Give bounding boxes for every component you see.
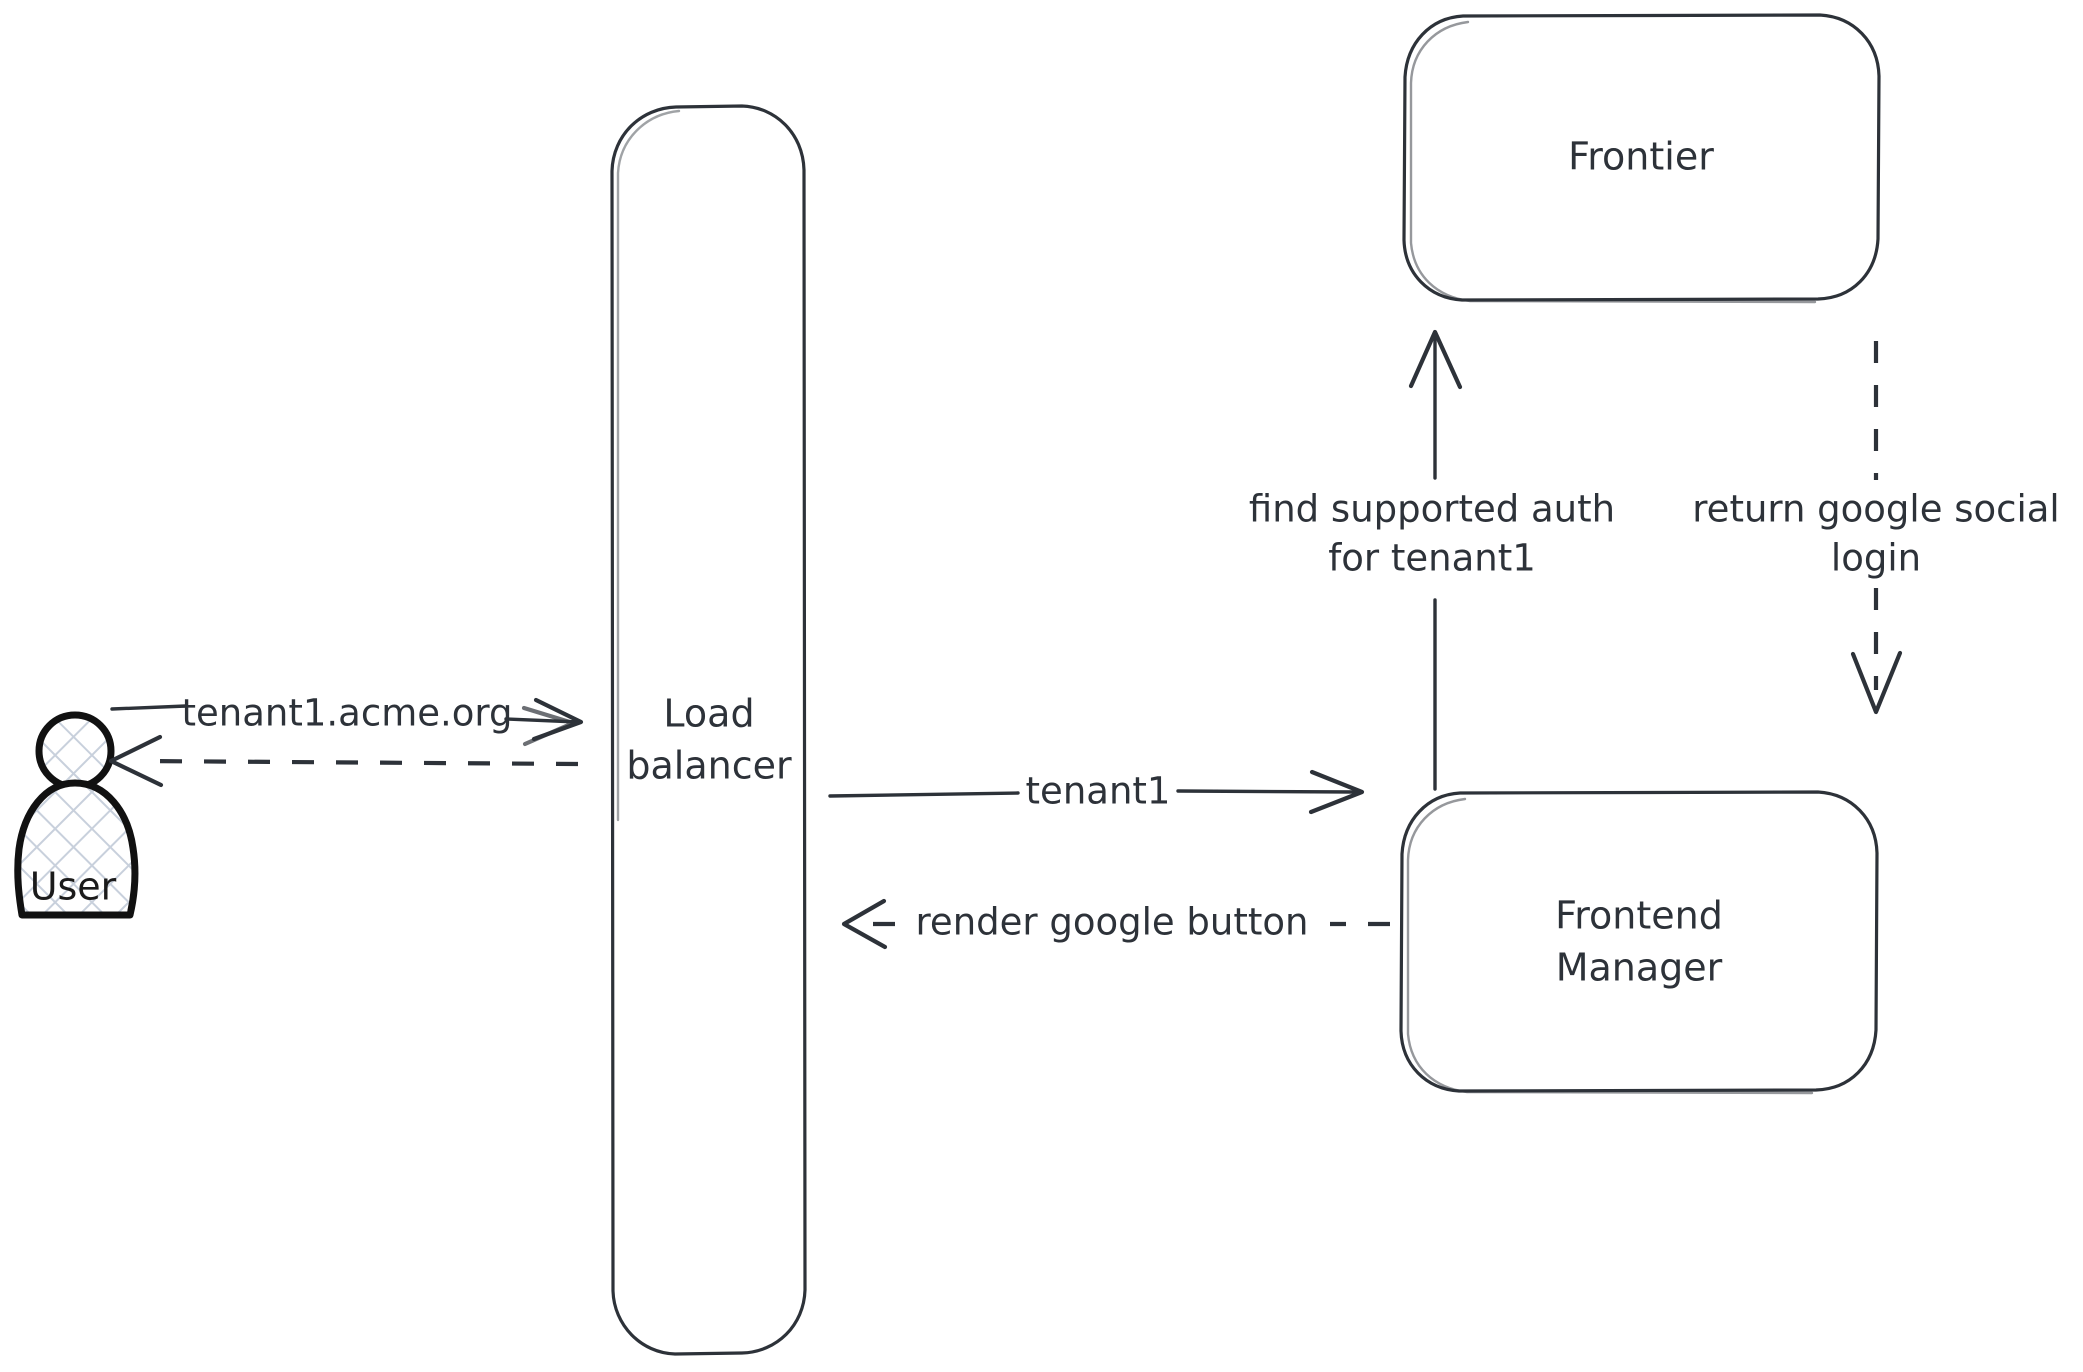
edge-lb-to-fm-line-right	[1176, 789, 1358, 794]
user-label: User	[30, 865, 117, 909]
edge-frontier-to-fm-arrowhead	[1850, 650, 1903, 715]
load-balancer-shape-sketch-overlay	[616, 109, 681, 822]
edge-user-to-load-balancer[interactable]: tenant1.acme.org	[110, 692, 584, 747]
edge-user-to-lb-line-left	[110, 704, 188, 711]
edge-label-render-google-button: render google button	[916, 901, 1309, 944]
frontier-shape	[1402, 13, 1881, 302]
edge-label-tenant-domain: tenant1.acme.org	[182, 692, 513, 735]
edge-lb-to-user-line	[139, 758, 579, 767]
edge-label-find-auth-line2: for tenant1	[1328, 537, 1536, 580]
edge-fm-to-frontier-arrowhead	[1408, 329, 1463, 390]
user-torso-icon	[14, 779, 139, 919]
node-frontend-manager[interactable]: Frontend Manager	[1399, 790, 1879, 1095]
frontend-manager-shape	[1399, 790, 1879, 1093]
load-balancer-label-line2: balancer	[626, 744, 792, 788]
edge-lb-to-fm-line-left	[828, 791, 1020, 798]
frontend-manager-shape-sketch-overlay	[1406, 797, 1814, 1095]
frontend-manager-label-line1: Frontend	[1555, 894, 1723, 938]
edge-lb-to-user-arrowhead	[108, 734, 164, 788]
user-head-icon	[35, 711, 115, 791]
user-icon	[14, 711, 139, 919]
edge-frontend-manager-to-frontier[interactable]: find supported auth for tenant1	[1249, 329, 1615, 791]
frontier-label: Frontier	[1568, 135, 1714, 179]
load-balancer-shape	[610, 104, 807, 1356]
edge-fm-to-lb-arrowhead	[841, 898, 888, 950]
edge-frontend-manager-to-load-balancer[interactable]: render google button	[841, 898, 1390, 950]
edge-label-return-social-line1: return google social	[1692, 488, 2059, 531]
frontier-shape-sketch-overlay	[1409, 20, 1817, 304]
edge-lb-to-fm-arrowhead	[1308, 769, 1365, 815]
node-user[interactable]: User	[14, 711, 139, 919]
edge-label-find-auth-line1: find supported auth	[1249, 488, 1615, 531]
node-load-balancer[interactable]: Load balancer	[610, 104, 807, 1356]
edge-label-tenant1: tenant1	[1026, 770, 1171, 813]
edge-user-to-lb-arrowhead-sketch	[521, 705, 576, 747]
edge-load-balancer-to-frontend-manager[interactable]: tenant1	[828, 769, 1365, 815]
edge-label-return-social-line2: login	[1831, 537, 1921, 580]
edge-load-balancer-to-user[interactable]	[108, 734, 579, 788]
load-balancer-label-line1: Load	[663, 692, 754, 736]
frontend-manager-label-line2: Manager	[1556, 946, 1723, 990]
node-frontier[interactable]: Frontier	[1402, 13, 1881, 304]
edge-frontier-to-frontend-manager[interactable]: return google social login	[1692, 341, 2060, 715]
